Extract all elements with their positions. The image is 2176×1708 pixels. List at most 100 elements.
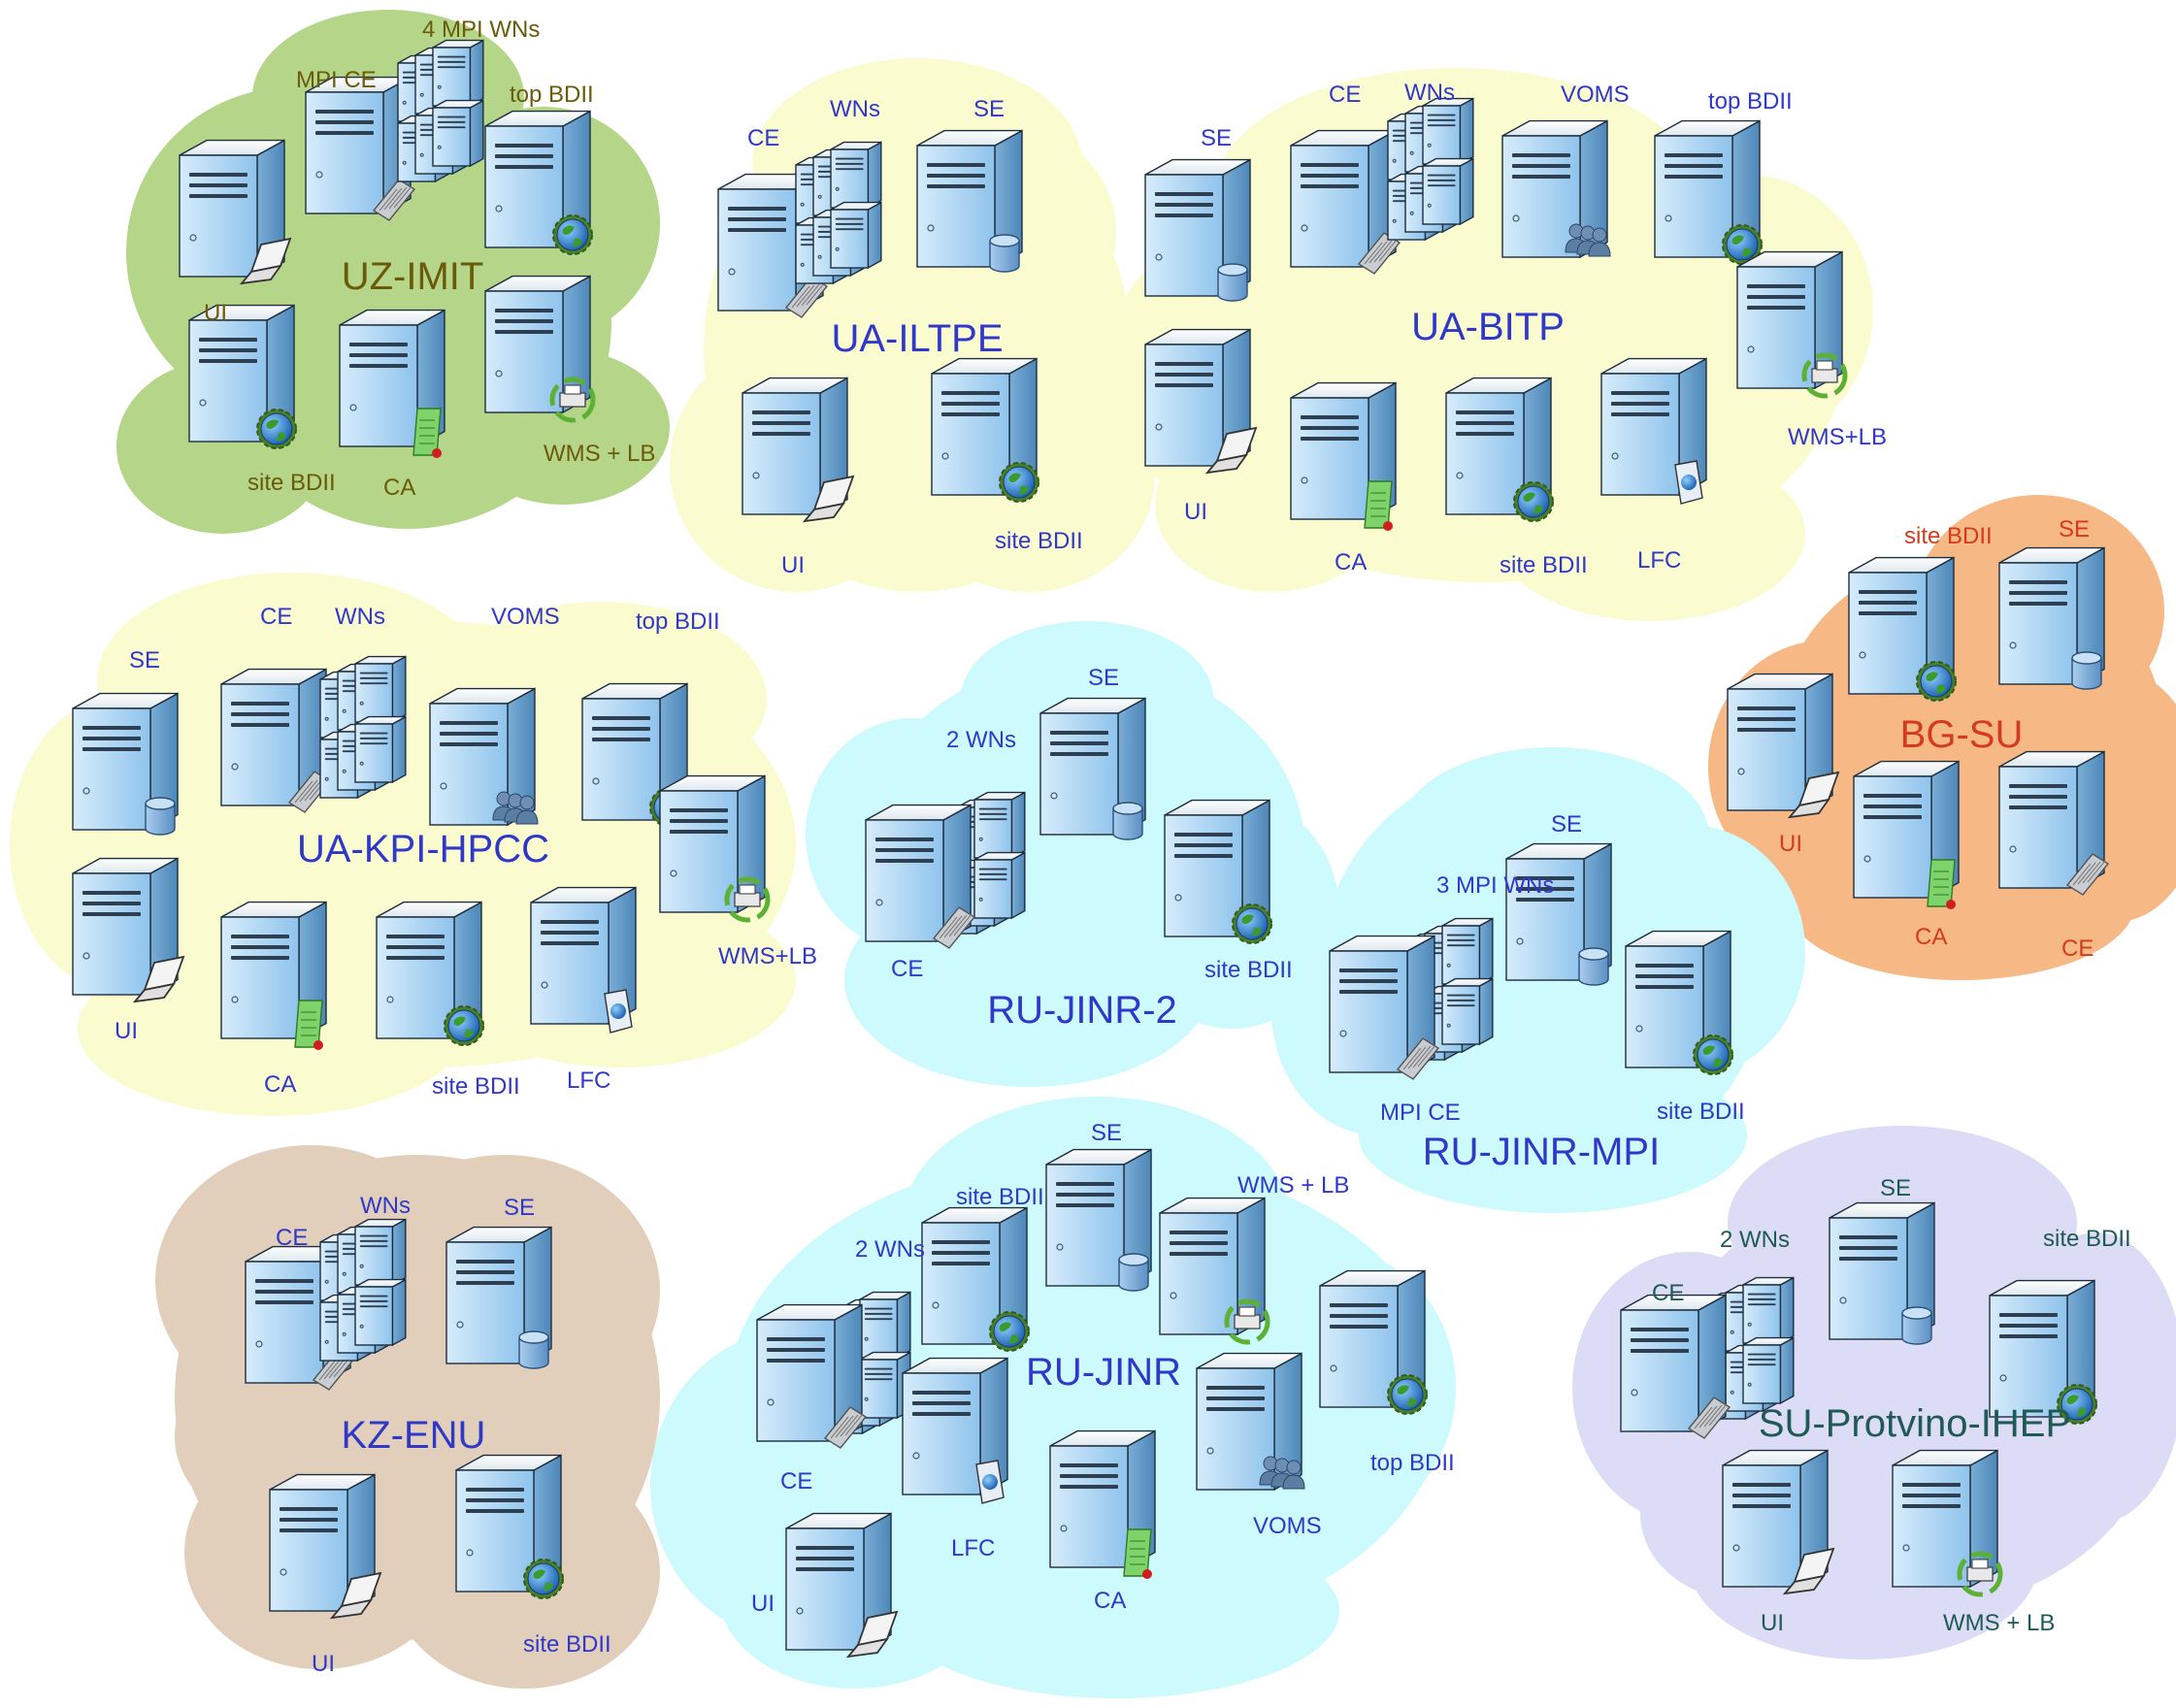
server-wms-lb <box>1892 1449 2003 1597</box>
server-label: site BDII <box>956 1184 1044 1210</box>
server-label: WMS+LB <box>1788 424 1887 450</box>
server-label: site BDII <box>1204 957 1293 983</box>
server-ui <box>179 139 292 285</box>
keypad-icon <box>784 276 829 318</box>
server-lfc <box>530 886 637 1034</box>
server-voms <box>429 687 539 827</box>
database-icon <box>989 234 1020 273</box>
file-catalog-icon <box>1674 460 1703 505</box>
server-label: UI <box>781 552 805 578</box>
database-icon <box>1118 1253 1149 1292</box>
laptop-icon <box>1787 771 1840 819</box>
globe-icon <box>1916 661 1957 702</box>
worker-nodes-icon <box>319 1218 407 1363</box>
printer-icon <box>1224 1298 1270 1345</box>
server-site-bdii <box>188 304 297 449</box>
site-title: UZ-IMIT <box>342 255 484 298</box>
server-label: site BDII <box>2043 1226 2131 1252</box>
server-label: VOMS <box>1561 82 1630 108</box>
database-icon <box>1217 263 1248 302</box>
database-icon <box>145 797 176 836</box>
server-wms-lb <box>1159 1197 1270 1345</box>
server-label: VOMS <box>1253 1513 1322 1539</box>
server-label: UI <box>115 1018 138 1044</box>
site-title: BG-SU <box>1900 713 2024 756</box>
server-label: WMS+LB <box>718 943 817 969</box>
server-label: WNs <box>360 1193 411 1219</box>
database-icon <box>2071 651 2102 690</box>
laptop-icon <box>239 237 292 285</box>
keypad-icon <box>1396 1037 1440 1080</box>
server-ce <box>756 1303 868 1449</box>
printer-icon <box>1957 1551 2003 1597</box>
laptop-icon <box>802 475 855 523</box>
server-top-bdii <box>484 110 593 255</box>
server-ui <box>1722 1449 1835 1595</box>
server-voms <box>1196 1352 1305 1492</box>
server-label: SE <box>2059 516 2090 542</box>
laptop-icon <box>845 1610 899 1659</box>
server-label: 2 WNs <box>1720 1227 1790 1253</box>
server-label: UI <box>204 300 227 326</box>
server-ui <box>269 1473 382 1620</box>
server-label: CE <box>891 956 923 982</box>
server-label: CE <box>260 604 292 630</box>
server-se <box>1505 842 1612 986</box>
server-site-bdii <box>1164 799 1272 944</box>
server-site-bdii <box>1848 556 1957 702</box>
server-label: SE <box>504 1195 535 1221</box>
server-label: CA <box>1335 549 1367 575</box>
site-title: RU-JINR-MPI <box>1423 1131 1660 1173</box>
globe-icon <box>1387 1374 1428 1415</box>
server-ui <box>742 377 855 523</box>
site-cloud-ru-jinr <box>650 1097 1456 1698</box>
server-label: SE <box>1091 1120 1122 1146</box>
database-icon <box>1112 802 1143 840</box>
server-ui <box>1144 328 1258 475</box>
server-label: CE <box>1652 1280 1684 1306</box>
server-label: CA <box>1094 1588 1126 1614</box>
server-label: SE <box>1201 125 1232 151</box>
server-ca <box>1049 1429 1156 1579</box>
server-label: SE <box>973 96 1005 122</box>
database-icon <box>518 1330 549 1369</box>
server-label: 2 WNs <box>855 1236 925 1263</box>
keypad-icon <box>2065 853 2110 896</box>
keypad-icon <box>823 1406 868 1449</box>
server-ca <box>1853 760 1960 909</box>
database-icon <box>1578 947 1609 986</box>
certificate-icon <box>294 1000 323 1050</box>
server-mpi-ce <box>1329 935 1440 1080</box>
server-label: CE <box>780 1468 812 1494</box>
server-site-bdii <box>931 357 1039 503</box>
server-ce <box>1620 1294 1731 1439</box>
server-label: top BDII <box>1708 88 1793 115</box>
server-label: MPI CE <box>296 67 377 93</box>
server-label: UI <box>751 1591 775 1617</box>
server-label: site BDII <box>1500 552 1588 578</box>
server-site-bdii <box>376 901 484 1046</box>
server-ui <box>1727 673 1840 819</box>
server-label: LFC <box>567 1068 610 1094</box>
globe-icon <box>1232 903 1272 944</box>
server-site-bdii <box>1625 930 1733 1075</box>
server-label: VOMS <box>491 604 560 630</box>
server-label: SE <box>129 647 160 673</box>
server-wms-lb <box>1736 250 1848 399</box>
server-label: CA <box>264 1071 296 1098</box>
server-se <box>72 692 179 836</box>
file-catalog-icon <box>975 1460 1005 1504</box>
worker-nodes-icon <box>319 655 407 800</box>
server-se <box>1829 1201 1935 1345</box>
globe-icon <box>256 409 297 449</box>
server-wns <box>319 1218 407 1363</box>
server-label: 3 MPI WNs <box>1436 872 1554 899</box>
cloud-lobe <box>1495 446 1805 621</box>
site-title: SU-Protvino-IHEP <box>1759 1402 2071 1445</box>
server-wns <box>1387 97 1474 242</box>
laptop-icon <box>1204 426 1258 475</box>
server-label: UI <box>1184 499 1207 525</box>
printer-icon <box>724 876 771 923</box>
